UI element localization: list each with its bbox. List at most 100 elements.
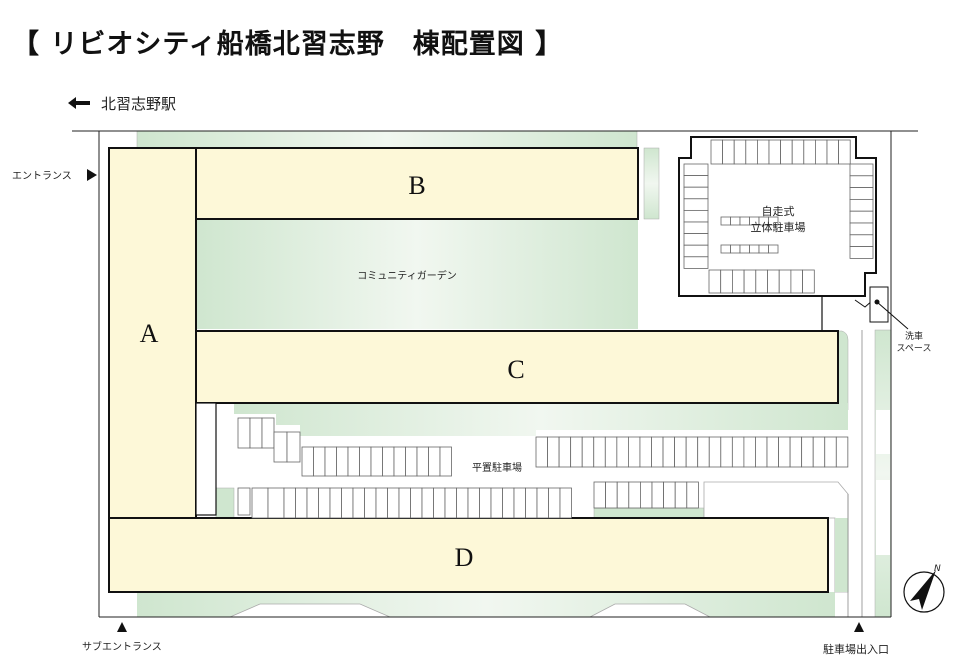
arrow-left-icon bbox=[68, 97, 90, 109]
compass: N bbox=[903, 564, 945, 613]
parking-stall bbox=[651, 481, 665, 509]
garage-label-line1: 自走式 bbox=[762, 205, 795, 218]
parking-stall bbox=[686, 481, 699, 509]
parking-stall bbox=[593, 481, 607, 509]
parking-stall bbox=[359, 446, 372, 477]
parking-stall bbox=[433, 487, 446, 519]
building-d[interactable] bbox=[108, 517, 829, 593]
car-wash-space[interactable] bbox=[869, 286, 889, 323]
wash-label-line2: スペース bbox=[897, 344, 932, 354]
parking-stall bbox=[722, 139, 735, 165]
parking-stall bbox=[479, 487, 492, 519]
parking-stall bbox=[708, 269, 722, 294]
parking-stall bbox=[802, 269, 815, 294]
parking-stall bbox=[683, 256, 709, 269]
parking-stall bbox=[318, 487, 331, 519]
parking-stall bbox=[581, 436, 595, 468]
parking-stall bbox=[559, 487, 572, 519]
parking-stall bbox=[490, 487, 503, 519]
parking-stall bbox=[628, 481, 641, 509]
parking-stall bbox=[273, 431, 288, 463]
parking-stall bbox=[812, 436, 826, 468]
building-a-wing bbox=[195, 402, 217, 516]
parking-stall bbox=[421, 487, 434, 519]
parking-stall bbox=[674, 481, 688, 509]
parking-stall bbox=[835, 436, 849, 468]
parking-stall bbox=[790, 269, 804, 294]
parking-stall bbox=[251, 487, 269, 519]
parking-stall bbox=[616, 436, 629, 468]
parking-stall bbox=[768, 139, 782, 165]
gap bbox=[876, 410, 890, 454]
parking-garage[interactable] bbox=[678, 136, 877, 297]
parking-stall bbox=[849, 187, 874, 200]
building-b[interactable] bbox=[195, 147, 639, 220]
parking-stall bbox=[766, 436, 779, 468]
parking-stall bbox=[732, 269, 745, 294]
parking-stall bbox=[548, 487, 561, 519]
parking-stall bbox=[685, 436, 699, 468]
parking-stall bbox=[730, 244, 741, 254]
parking-stall bbox=[237, 417, 251, 449]
parking-stall bbox=[249, 417, 263, 449]
parking-stall bbox=[547, 436, 560, 468]
parking-stall bbox=[444, 487, 457, 519]
parking-stall bbox=[605, 481, 618, 509]
main-entrance-label: エントランス bbox=[12, 170, 72, 182]
parking-stall bbox=[628, 436, 641, 468]
parking-stall bbox=[405, 446, 418, 477]
wash-label-line1: 洗車 bbox=[905, 330, 923, 342]
page-title: 【 リビオシティ船橋北習志野 棟配置図 】 bbox=[12, 29, 564, 60]
parking-stall bbox=[536, 487, 549, 519]
parking-stall bbox=[755, 436, 768, 468]
parking-stall bbox=[758, 244, 769, 254]
parking-stall bbox=[838, 139, 851, 165]
parking-stall bbox=[780, 139, 793, 165]
parking-stall bbox=[824, 436, 837, 468]
parking-stall bbox=[382, 446, 395, 477]
parking-stall bbox=[708, 436, 722, 468]
gap bbox=[876, 480, 890, 555]
parking-stall bbox=[815, 139, 828, 165]
building-a[interactable] bbox=[108, 147, 197, 519]
parking-stall bbox=[502, 487, 515, 519]
parking-stall bbox=[237, 487, 251, 516]
parking-stall bbox=[849, 175, 874, 189]
parking-stall bbox=[370, 446, 383, 477]
parking-stall bbox=[768, 216, 779, 226]
parking-stall bbox=[755, 269, 768, 294]
station-direction: 北習志野駅 bbox=[68, 95, 176, 113]
parking-stall bbox=[683, 233, 709, 246]
parking-stall bbox=[743, 436, 756, 468]
triangle-up-icon bbox=[854, 622, 864, 632]
parking-stall bbox=[768, 244, 779, 254]
parking-stall bbox=[826, 139, 840, 165]
building-c[interactable] bbox=[195, 330, 839, 404]
parking-stall bbox=[261, 417, 275, 449]
parking-entrance-label: 駐車場出入口 bbox=[823, 642, 889, 656]
garage-stalls bbox=[683, 139, 874, 294]
parking-stall bbox=[697, 436, 710, 468]
parking-stall bbox=[791, 139, 805, 165]
sub-entrance-label: サブエントランス bbox=[82, 640, 162, 653]
parking-stall bbox=[683, 198, 709, 211]
parking-stall bbox=[364, 487, 377, 519]
green-strip-right bbox=[874, 329, 892, 618]
parking-stall bbox=[640, 481, 653, 509]
station-label: 北習志野駅 bbox=[101, 95, 176, 113]
parking-stall bbox=[456, 487, 469, 519]
parking-stall bbox=[558, 436, 572, 468]
parking-stall bbox=[801, 436, 814, 468]
parking-stall bbox=[731, 436, 745, 468]
building-d-label: D bbox=[455, 543, 474, 572]
parking-stall bbox=[341, 487, 354, 519]
parking-stall bbox=[849, 163, 874, 177]
parking-stall bbox=[789, 436, 803, 468]
parking-stall bbox=[593, 436, 606, 468]
parking-stall bbox=[639, 436, 652, 468]
parking-stall bbox=[849, 210, 874, 224]
parking-stall bbox=[849, 246, 874, 259]
parking-stall bbox=[739, 244, 750, 254]
parking-stall bbox=[525, 487, 538, 519]
